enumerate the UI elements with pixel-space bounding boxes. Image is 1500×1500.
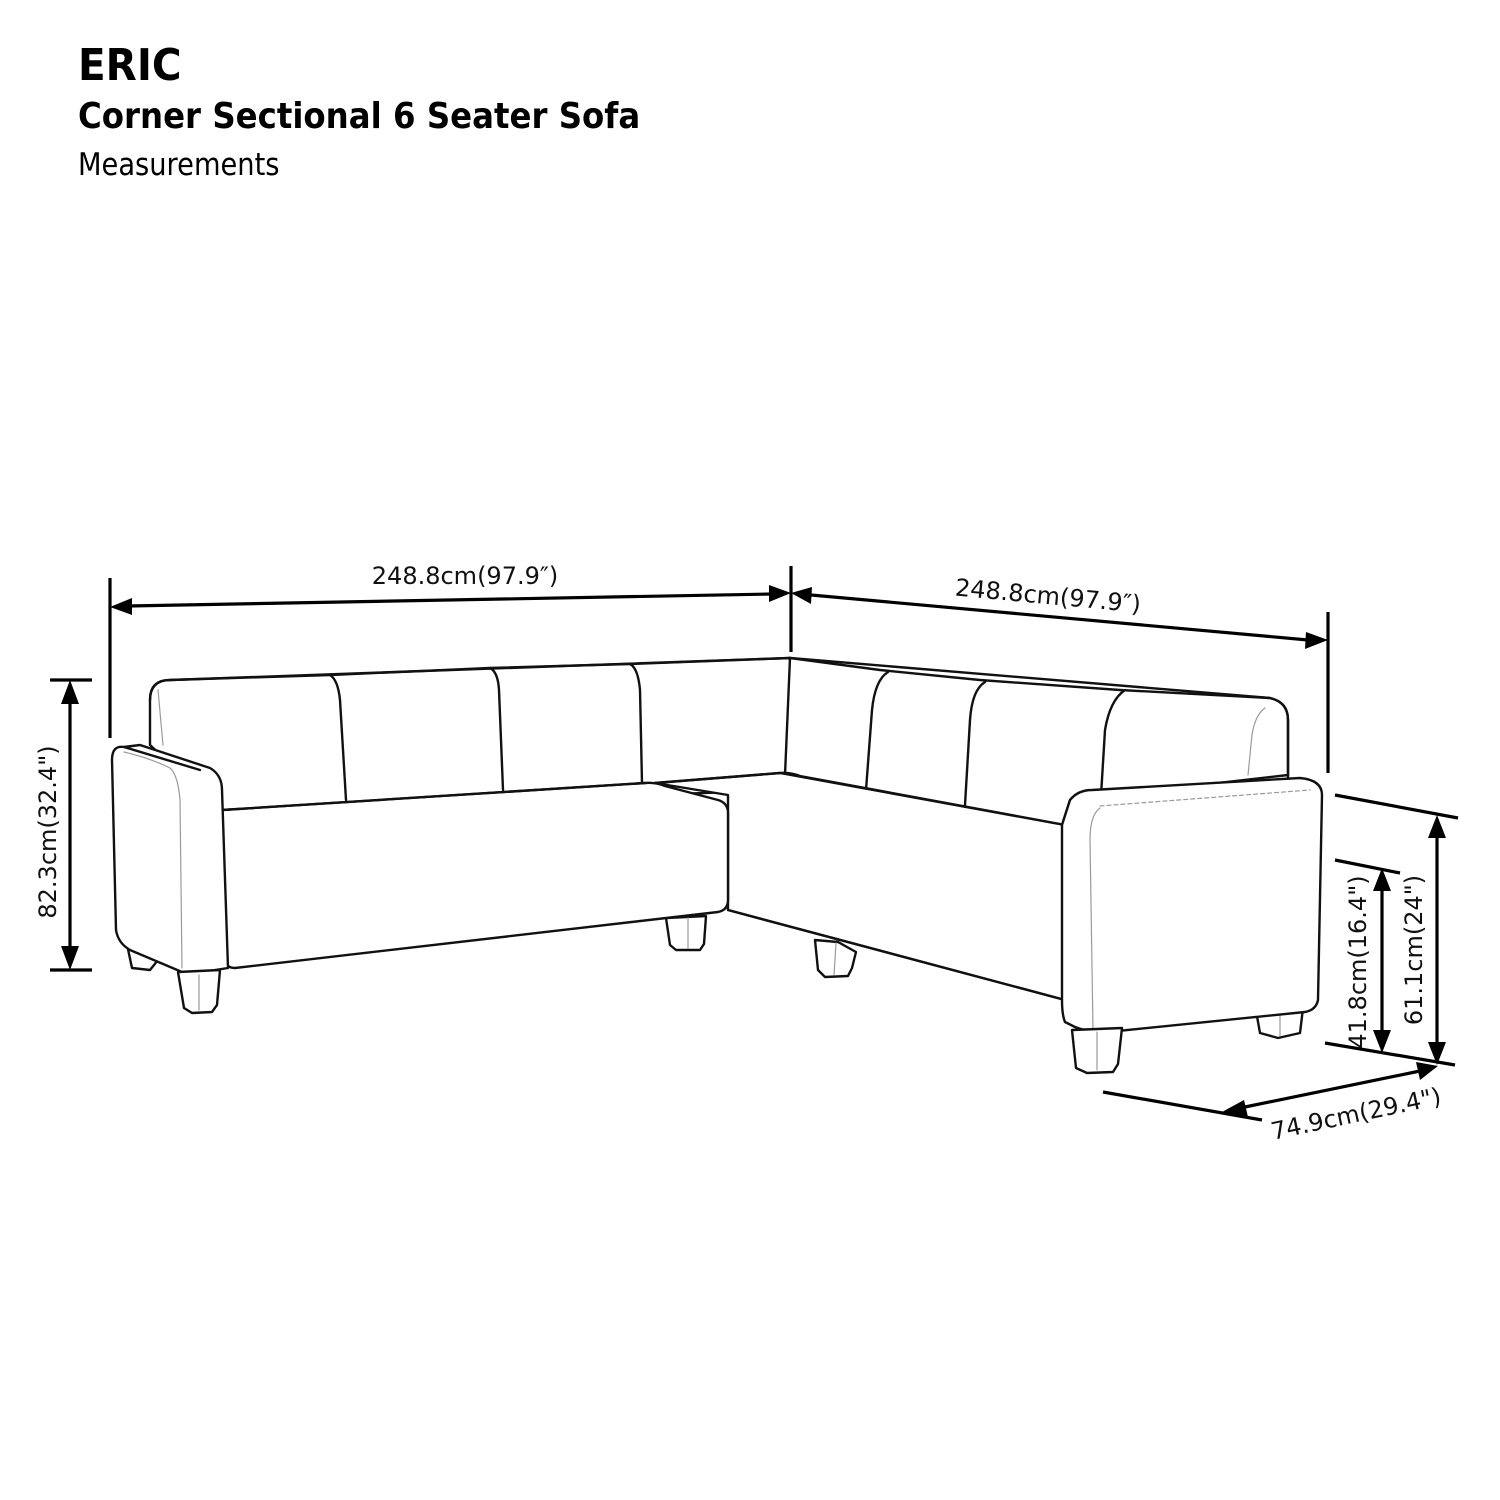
dimension-arm-height: 61.1cm(24")	[1324, 793, 1459, 1067]
armrest-right	[1060, 776, 1324, 1034]
sofa-leg-front-right	[1070, 1026, 1124, 1075]
armrest-left	[110, 743, 230, 975]
sofa-leg-front-left	[176, 968, 222, 1015]
dimension-left-width: 248.8cm(97.9″)	[108, 562, 793, 738]
back-cushion-divider-6	[1098, 688, 1127, 814]
back-cushion-divider-2	[488, 666, 505, 792]
sofa-leg-back-corner	[664, 914, 708, 952]
label-arm-height: 61.1cm(24")	[1400, 875, 1428, 1025]
dimension-depth: 74.9cm(29.4")	[1102, 1062, 1444, 1146]
brand-name: ERIC	[78, 40, 182, 91]
title-block: ERIC Corner Sectional 6 Seater Sofa Meas…	[78, 40, 703, 188]
sofa-leg-front-left-seat	[813, 938, 858, 979]
back-cushion-divider-3	[628, 662, 644, 785]
back-cushion-divider-5	[963, 680, 987, 807]
subtitle: Measurements	[78, 147, 280, 183]
dimension-overall-height: 82.3cm(32.4")	[34, 678, 92, 972]
dimension-seat-height: 41.8cm(16.4")	[1334, 858, 1401, 1053]
product-title: Corner Sectional 6 Seater Sofa	[78, 96, 641, 137]
label-depth: 74.9cm(29.4")	[1268, 1082, 1443, 1145]
label-left-width: 248.8cm(97.9″)	[372, 562, 558, 590]
seat-left-section	[220, 781, 730, 970]
sofa-illustration	[110, 656, 1324, 1075]
back-cushion-divider-4	[864, 670, 890, 792]
label-seat-height: 41.8cm(16.4")	[1344, 875, 1372, 1048]
label-overall-height: 82.3cm(32.4")	[34, 745, 62, 918]
backrest-left-section	[148, 656, 792, 812]
back-cushion-divider-1	[328, 673, 348, 802]
